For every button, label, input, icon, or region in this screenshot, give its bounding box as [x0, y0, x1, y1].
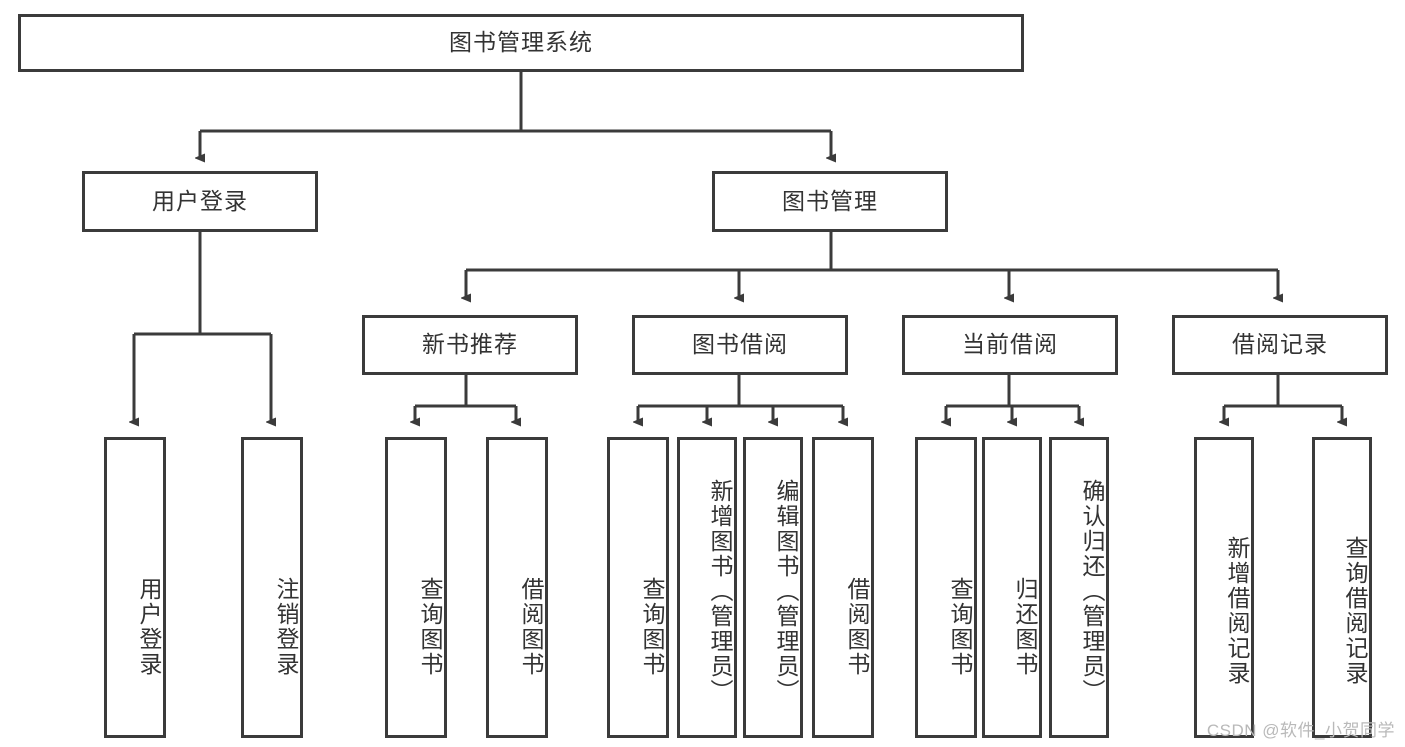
- leaf-recommend-borrow-book[interactable]: 借阅图书: [486, 437, 548, 738]
- leaf-record-query-record[interactable]: 查询借阅记录: [1312, 437, 1372, 738]
- leaf-user-login-logout[interactable]: 注销登录: [241, 437, 303, 738]
- leaf-user-login-login[interactable]: 用户登录: [104, 437, 166, 738]
- leaf-recommend-query-book[interactable]: 查询图书: [385, 437, 447, 738]
- node-current-borrow[interactable]: 当前借阅: [902, 315, 1118, 375]
- node-new-book-recommend[interactable]: 新书推荐: [362, 315, 578, 375]
- node-user-login[interactable]: 用户登录: [82, 171, 318, 232]
- leaf-current-return-book[interactable]: 归还图书: [982, 437, 1042, 738]
- node-root-system[interactable]: 图书管理系统: [18, 14, 1024, 72]
- leaf-borrow-add-book-admin[interactable]: 新增图书（管理员）: [677, 437, 737, 738]
- leaf-borrow-borrow-book[interactable]: 借阅图书: [812, 437, 874, 738]
- leaf-current-query-book[interactable]: 查询图书: [915, 437, 977, 738]
- leaf-borrow-edit-book-admin[interactable]: 编辑图书（管理员）: [743, 437, 803, 738]
- leaf-borrow-query-book[interactable]: 查询图书: [607, 437, 669, 738]
- node-book-borrow[interactable]: 图书借阅: [632, 315, 848, 375]
- leaf-record-add-record[interactable]: 新增借阅记录: [1194, 437, 1254, 738]
- node-borrow-record[interactable]: 借阅记录: [1172, 315, 1388, 375]
- leaf-current-confirm-return-admin[interactable]: 确认归还（管理员）: [1049, 437, 1109, 738]
- node-book-management[interactable]: 图书管理: [712, 171, 948, 232]
- csdn-watermark: CSDN @软件_小贺同学: [1206, 721, 1395, 740]
